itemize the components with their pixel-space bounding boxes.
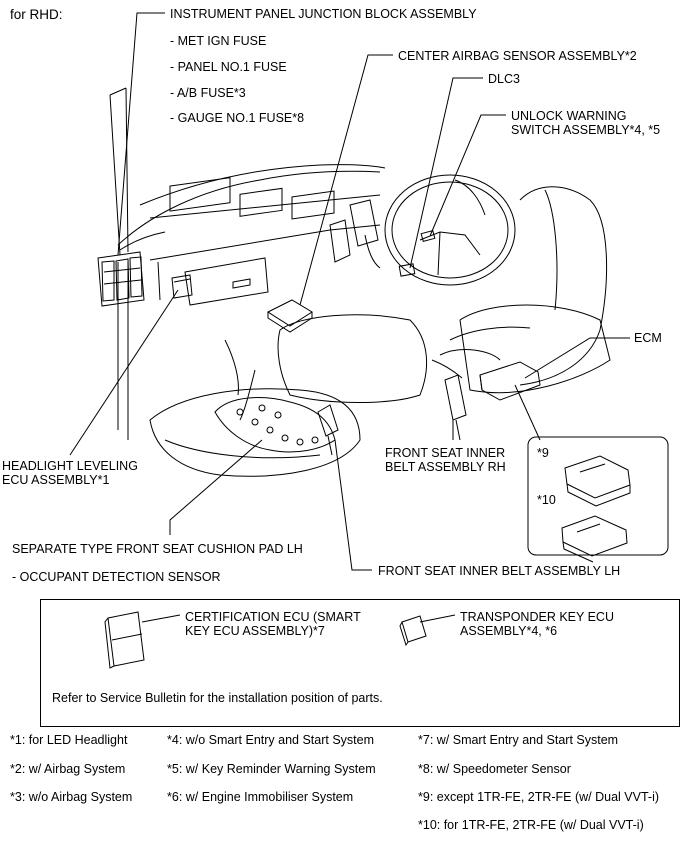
unlock-switch-drawing xyxy=(420,229,436,243)
footnote: *1: for LED Headlight xyxy=(10,733,128,747)
junction-block-drawing xyxy=(97,251,145,307)
instrument-panel-jb-label: INSTRUMENT PANEL JUNCTION BLOCK ASSEMBLY xyxy=(170,7,477,21)
footnote: *4: w/o Smart Entry and Start System xyxy=(167,733,375,747)
unlock-warning-switch-label: UNLOCK WARNING SWITCH ASSEMBLY*4, *5 xyxy=(511,109,661,137)
footnote: *7: w/ Smart Entry and Start System xyxy=(418,733,619,747)
passenger-seat xyxy=(149,314,428,477)
ecm-variant-9-label: *9 xyxy=(537,446,549,460)
dashboard-outline xyxy=(117,164,386,306)
steering-wheel xyxy=(384,174,516,286)
fuse-item: - GAUGE NO.1 FUSE*8 xyxy=(170,111,305,125)
ecm-variant-10-label: *10 xyxy=(537,493,556,507)
headlight-leveling-ecu-drawing xyxy=(171,274,193,299)
footnote: *6: w/ Engine Immobiliser System xyxy=(167,790,354,804)
ecm-drawing xyxy=(431,349,541,401)
rhd-label: for RHD: xyxy=(10,7,63,22)
footnote: *8: w/ Speedometer Sensor xyxy=(418,762,571,776)
center-airbag-sensor-drawing xyxy=(266,299,313,333)
a-pillar xyxy=(109,87,129,440)
occupant-detection-label: - OCCUPANT DETECTION SENSOR xyxy=(12,570,221,584)
fuse-item: - PANEL NO.1 FUSE xyxy=(170,60,287,74)
headlight-leveling-ecu-label: HEADLIGHT LEVELING ECU ASSEMBLY*1 xyxy=(2,459,138,487)
dlc3-drawing xyxy=(398,263,416,277)
certification-ecu-label: CERTIFICATION ECU (SMART KEY ECU ASSEMBL… xyxy=(185,610,361,638)
footnote: *3: w/o Airbag System xyxy=(10,790,133,804)
dlc3-label: DLC3 xyxy=(488,72,520,86)
leader-lines xyxy=(69,12,630,623)
footnote: *9: except 1TR-FE, 2TR-FE (w/ Dual VVT-i… xyxy=(418,790,660,804)
footnote: *2: w/ Airbag System xyxy=(10,762,126,776)
front-seat-inner-belt-lh-drawing xyxy=(317,404,339,456)
footnote: *5: w/ Key Reminder Warning System xyxy=(167,762,376,776)
front-seat-inner-belt-rh-label: FRONT SEAT INNER BELT ASSEMBLY RH xyxy=(385,446,506,474)
ecm-variants-inset xyxy=(527,436,669,563)
fuse-item: - A/B FUSE*3 xyxy=(170,86,246,100)
front-seat-inner-belt-rh-drawing xyxy=(444,374,467,441)
footnote: *10: for 1TR-FE, 2TR-FE (w/ Dual VVT-i) xyxy=(418,818,644,832)
transponder-ecu-drawing xyxy=(399,615,427,647)
legend-box xyxy=(40,599,680,727)
fuse-item: - MET IGN FUSE xyxy=(170,34,267,48)
front-seat-inner-belt-lh-label: FRONT SEAT INNER BELT ASSEMBLY LH xyxy=(378,564,621,578)
service-bulletin-note: Refer to Service Bulletin for the instal… xyxy=(52,691,383,705)
cushion-pad-harness xyxy=(214,397,336,453)
certification-ecu-drawing xyxy=(104,611,145,669)
driver-seat xyxy=(449,186,611,394)
transponder-ecu-label: TRANSPONDER KEY ECU ASSEMBLY*4, *6 xyxy=(460,610,614,638)
center-airbag-sensor-label: CENTER AIRBAG SENSOR ASSEMBLY*2 xyxy=(398,49,637,63)
cushion-pad-label: SEPARATE TYPE FRONT SEAT CUSHION PAD LH xyxy=(12,542,303,556)
ecm-label: ECM xyxy=(634,331,662,345)
